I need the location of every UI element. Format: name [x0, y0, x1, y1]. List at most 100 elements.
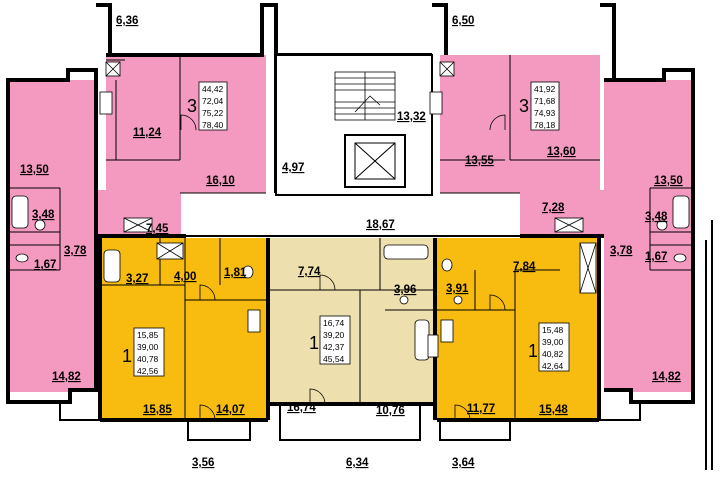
apt3-left-info: 3 44,42 72,04 75,22 78,40: [187, 81, 228, 131]
room-area: 14,82: [652, 371, 681, 383]
stove-icon: [99, 91, 113, 115]
room-area: 4,00: [174, 271, 196, 283]
right-wing-zone: [604, 80, 693, 392]
apt3-left-zone: [106, 55, 266, 193]
bathtub-icon: [11, 195, 29, 229]
room-count: 1: [309, 333, 319, 353]
area-line: 45,54: [323, 354, 345, 364]
sink-icon: [453, 295, 463, 305]
apt3-right-info: 3 41,92 71,68 74,93 78,18: [519, 81, 560, 131]
area-line: 40,82: [542, 349, 564, 359]
room-area: 7,45: [146, 223, 169, 235]
vent-icons: [105, 61, 597, 294]
area-line: 41,92: [534, 84, 556, 94]
apt1-left-info: 1 15,85 39,00 40,78 42,56: [122, 327, 165, 377]
room-area: 1,67: [645, 251, 667, 263]
area-line: 42,56: [137, 366, 159, 376]
room-count: 1: [528, 341, 538, 361]
stair-steps: [334, 71, 396, 121]
area-box: [530, 81, 560, 131]
area-box: [538, 322, 570, 372]
balconies: [59, 220, 713, 470]
apt1-left-zone: [100, 238, 268, 420]
area-line: 40,78: [137, 354, 159, 364]
room-labels: 6,36 6,50 3,56 6,34 3,64 11,24 16,10 7,4…: [20, 15, 683, 469]
room-area: 3,78: [64, 245, 87, 257]
room-area: 3,48: [32, 209, 55, 221]
room-area: 14,07: [216, 404, 245, 416]
room-area: 3,48: [645, 211, 668, 223]
ext-dim-label: 6,36: [116, 15, 138, 27]
room-area: 13,60: [547, 146, 576, 158]
apt1-mid-info: 1 16,74 39,20 42,37 45,54: [309, 315, 351, 365]
room-area: 1,67: [34, 259, 56, 271]
stairwell: [275, 54, 433, 196]
area-line: 39,20: [323, 330, 345, 340]
room-area: 1,81: [224, 267, 247, 279]
bathtub-icon: [103, 249, 121, 283]
room-area: 10,76: [376, 405, 405, 417]
left-wing-zone: [8, 80, 96, 392]
sink-icon: [34, 219, 46, 231]
room-area: 15,85: [143, 404, 172, 416]
room-area: 11,77: [467, 403, 495, 415]
area-box: [133, 327, 165, 377]
apartment-fills: [8, 55, 693, 420]
area-line: 71,68: [534, 96, 556, 106]
area-line: 39,00: [137, 342, 159, 352]
apt1-right-info: 1 15,48 39,00 40,82 42,64: [528, 322, 570, 372]
ext-dim-label: 3,56: [192, 457, 214, 469]
room-area: 4,97: [282, 162, 304, 174]
sink-icon: [656, 219, 668, 231]
toilet-icon: [242, 265, 254, 279]
apt1-right-zone: [437, 238, 599, 420]
room-area: 13,50: [654, 175, 683, 187]
corridor-zone: [186, 196, 520, 236]
area-line: 16,74: [323, 318, 345, 328]
bathtub-icon: [672, 195, 690, 229]
doors: [180, 114, 506, 421]
bathtub-icon: [383, 244, 429, 260]
stove-icon: [429, 91, 443, 115]
area-box: [319, 315, 351, 365]
sink-icon: [399, 295, 409, 305]
area-line: 78,18: [534, 120, 556, 130]
ext-dim-label: 3,64: [452, 457, 475, 469]
room-area: 3,96: [394, 284, 416, 296]
room-area: 16,74: [287, 402, 316, 414]
room-area: 14,82: [52, 371, 81, 383]
area-line: 44,42: [202, 84, 224, 94]
area-line: 39,00: [542, 337, 564, 347]
room-area: 7,84: [513, 261, 536, 273]
room-area: 18,67: [366, 219, 395, 231]
stove-icon: [247, 309, 261, 333]
ext-dim-label: 6,34: [346, 457, 369, 469]
area-line: 74,93: [534, 108, 556, 118]
apt1-mid-zone: [270, 238, 433, 404]
area-line: 78,40: [202, 120, 224, 130]
ext-dim-label: 6,50: [452, 15, 474, 27]
room-area: 15,48: [539, 404, 568, 416]
area-box: [198, 81, 228, 131]
stove-icon: [427, 334, 439, 358]
apt3-right-zone: [440, 55, 600, 193]
toilet-icon: [441, 258, 453, 272]
room-area: 11,24: [133, 127, 162, 139]
room-count: 3: [187, 96, 197, 116]
bathtub-icon: [414, 319, 430, 361]
room-area: 7,28: [542, 202, 565, 214]
stove-icon: [440, 319, 454, 343]
area-line: 75,22: [202, 108, 224, 118]
room-count: 1: [122, 346, 132, 366]
room-area: 13,32: [397, 111, 426, 123]
partitions: [8, 55, 693, 420]
toilet-icon: [673, 253, 687, 263]
room-area: 13,55: [465, 155, 494, 167]
room-area: 13,50: [20, 164, 49, 176]
toilet-icon: [15, 253, 29, 263]
room-area: 16,10: [206, 175, 235, 187]
area-line: 15,48: [542, 325, 564, 335]
fixtures: [11, 61, 690, 361]
room-area: 7,74: [298, 266, 321, 278]
